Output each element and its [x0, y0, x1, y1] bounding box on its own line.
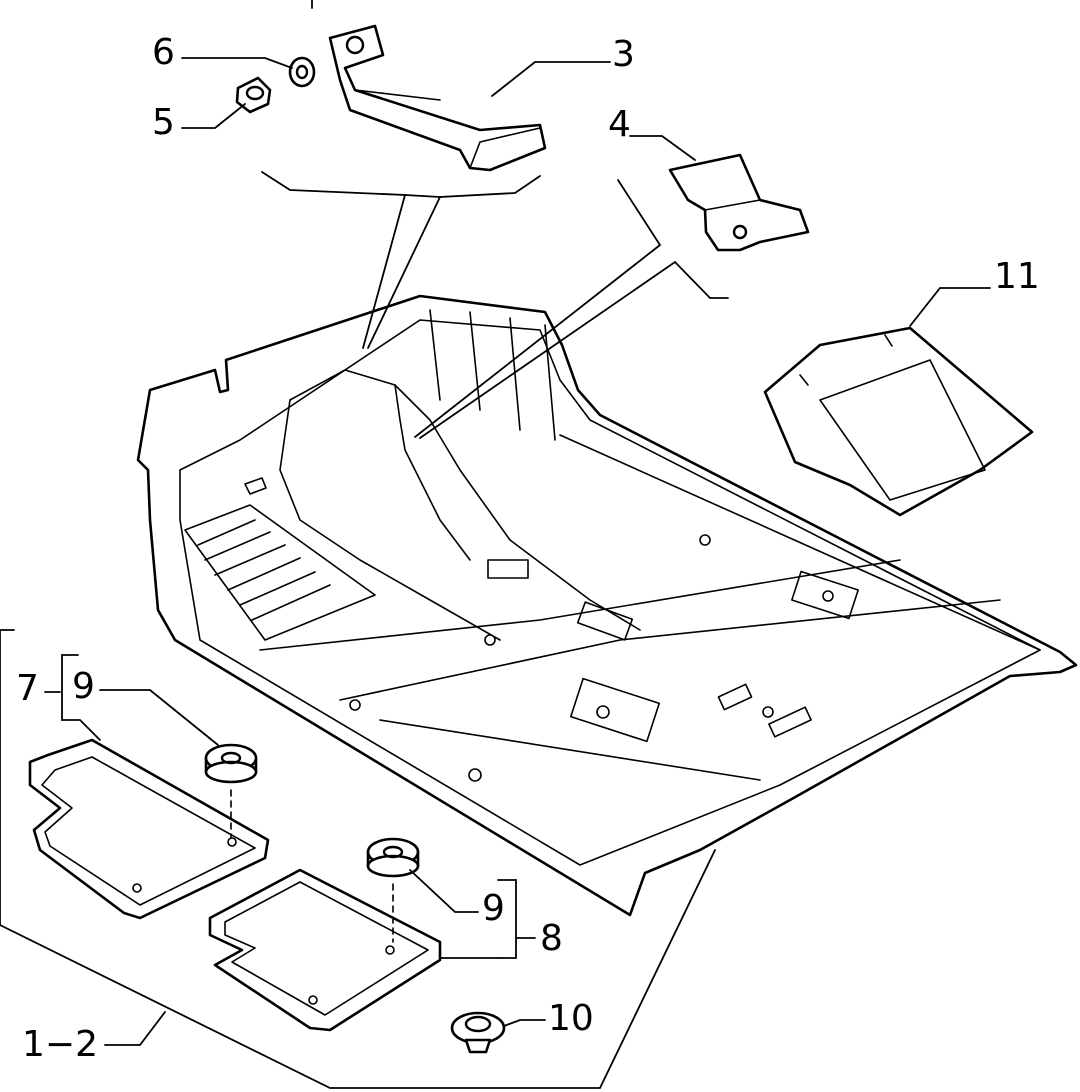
- leader-lines: [0, 0, 991, 1089]
- callout-9-lower: 9: [482, 888, 505, 929]
- rear-mat-part-8: [208, 868, 442, 1032]
- washer-part-6: [288, 56, 316, 88]
- callout-9-upper: 9: [72, 666, 95, 707]
- callout-3: 3: [612, 34, 635, 75]
- floor-mat-1-2: [136, 294, 1078, 917]
- tray-part-11: [763, 326, 1034, 517]
- grommet-part-9-lower: [366, 837, 420, 943]
- callout-11: 11: [994, 256, 1040, 297]
- callout-1-2: 1−2: [22, 1024, 98, 1065]
- callout-7: 7: [16, 668, 39, 709]
- callout-labels: 6 5 3 4 11 7 9 9 8 10 1−2: [16, 32, 1040, 1065]
- front-mat-part-7: [28, 738, 270, 920]
- bracket-part-4: [668, 153, 810, 252]
- callout-8: 8: [540, 918, 563, 959]
- clip-part-10: [450, 1011, 506, 1054]
- callout-6: 6: [152, 32, 175, 73]
- callout-10: 10: [548, 998, 594, 1039]
- grommet-part-9-upper: [204, 743, 258, 839]
- callout-5: 5: [152, 102, 175, 143]
- bracket-part-3: [328, 24, 547, 172]
- callout-4: 4: [608, 104, 631, 145]
